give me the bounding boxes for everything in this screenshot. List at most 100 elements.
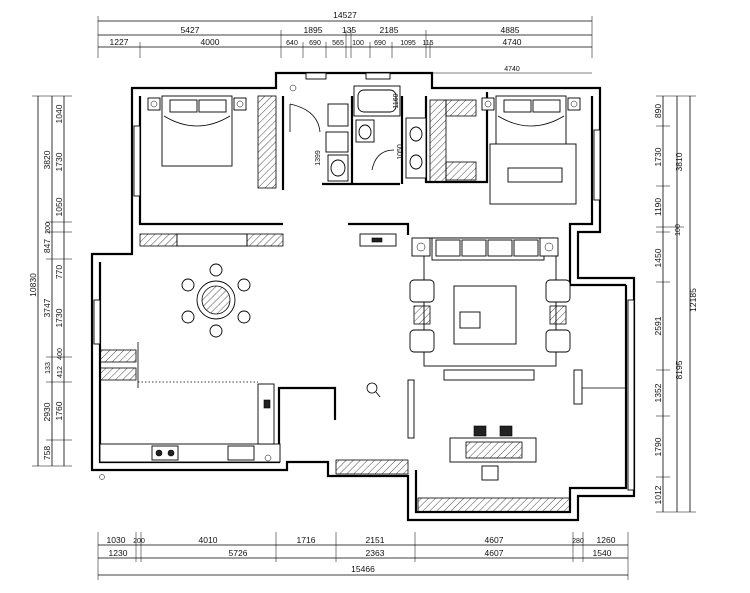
nightstand — [233, 97, 247, 111]
toilet-bowl — [358, 124, 372, 140]
bottom-dim: 1540 — [593, 548, 612, 558]
armchair — [545, 279, 571, 303]
toilet-tank — [327, 103, 349, 127]
left-dim: 412 — [57, 366, 64, 378]
top-dims-row3: 1227 4000 640 690 565 100 690 1095 115 4… — [110, 37, 522, 47]
right-bedroom: 4740 — [429, 66, 601, 205]
cabinet — [99, 349, 137, 363]
top-total-dim: 14527 — [333, 10, 357, 20]
sofa-cushion — [513, 239, 539, 257]
top-dimension-lines — [97, 16, 593, 58]
lamp-icon — [236, 100, 244, 108]
left-dim: 1730 — [54, 308, 64, 327]
pillow — [169, 99, 198, 113]
door-panel — [407, 379, 415, 439]
pillow — [532, 99, 561, 113]
side-table — [411, 237, 431, 257]
kitchen-sink — [227, 445, 255, 461]
bottom-dimension-lines — [97, 532, 629, 580]
outer-wall — [90, 71, 636, 522]
bath-dim: 1160 — [393, 93, 400, 108]
bottom-dim: 2363 — [366, 548, 385, 558]
inner-wall — [98, 262, 337, 464]
top-dim: 5427 — [181, 25, 200, 35]
tall-cabinet — [257, 383, 275, 445]
window-bench — [417, 497, 571, 513]
wardrobe — [257, 95, 277, 189]
pillow — [503, 99, 532, 113]
wardrobe — [445, 99, 477, 117]
right-dim: 3810 — [674, 152, 684, 171]
stove — [151, 445, 179, 461]
lamp-icon — [544, 242, 554, 252]
window — [365, 72, 391, 80]
armchair — [545, 329, 571, 353]
bed-blanket — [163, 115, 231, 127]
bottom-dim: 1716 — [297, 535, 316, 545]
wall-shelf — [573, 369, 583, 405]
search-icon — [366, 382, 378, 394]
top-dim: 100 — [352, 40, 364, 47]
right-dim: 100 — [675, 224, 682, 236]
appliance — [263, 399, 271, 409]
right-dim: 1450 — [653, 248, 663, 267]
kitchen — [99, 383, 281, 480]
bench — [507, 167, 563, 183]
cabinet — [139, 233, 178, 247]
right-dim: 1190 — [653, 198, 663, 217]
tv-cabinet — [443, 369, 535, 381]
cabinet — [176, 233, 248, 247]
right-dim: 1790 — [653, 437, 663, 456]
tray — [459, 311, 481, 329]
bottom-dim: 1260 — [597, 535, 616, 545]
dining-area — [93, 263, 258, 388]
left-dim: 1040 — [54, 104, 64, 123]
top-dim: 1895 — [304, 25, 323, 35]
lamp-icon — [484, 100, 492, 108]
lamp-icon — [150, 100, 158, 108]
nightstand — [147, 97, 161, 111]
inner-wall — [100, 224, 140, 262]
drain-icon — [264, 454, 272, 462]
inner-wall — [348, 222, 410, 235]
door-swing — [371, 149, 395, 171]
chair — [237, 310, 251, 324]
left-dims-mid: 3820 200 847 3747 133 2930 758 — [42, 150, 52, 460]
bottom-dim: 280 — [572, 538, 584, 545]
left-bedroom — [133, 95, 284, 247]
basin — [409, 154, 423, 170]
bathroom-area: 1160 1399 1050 — [289, 72, 427, 182]
side-table — [413, 305, 431, 325]
bath-dim: 1050 — [397, 144, 404, 160]
window — [593, 129, 601, 201]
side-table — [549, 305, 567, 325]
lamp-icon — [570, 100, 578, 108]
bottom-dim: 1230 — [109, 548, 128, 558]
top-dim: 640 — [286, 40, 298, 47]
pillow — [198, 99, 227, 113]
top-dims-row2: 5427 1895 135 2185 4885 — [181, 25, 520, 35]
table-top — [465, 441, 523, 459]
top-dim: 4000 — [201, 37, 220, 47]
top-dim: 1227 — [110, 37, 129, 47]
living-room — [359, 233, 571, 398]
side-table — [539, 237, 559, 257]
burner-icon — [167, 449, 175, 457]
bottom-dim: 4607 — [485, 548, 504, 558]
right-dim: 1730 — [653, 147, 663, 166]
chair — [499, 425, 513, 437]
bottom-dim: 1030 — [107, 535, 126, 545]
right-dims-mid: 3810 8195 — [674, 152, 684, 379]
top-dim: 690 — [374, 40, 386, 47]
wardrobe — [445, 161, 477, 181]
window — [627, 299, 635, 491]
study-area — [335, 299, 635, 513]
left-dims-inner: 1040 1730 1050 770 1730 400 412 1760 — [54, 104, 64, 420]
chair — [181, 310, 195, 324]
left-dimension-lines — [32, 95, 72, 467]
top-dim: 2185 — [380, 25, 399, 35]
window — [305, 72, 327, 80]
window — [93, 299, 101, 345]
basin — [330, 159, 346, 177]
